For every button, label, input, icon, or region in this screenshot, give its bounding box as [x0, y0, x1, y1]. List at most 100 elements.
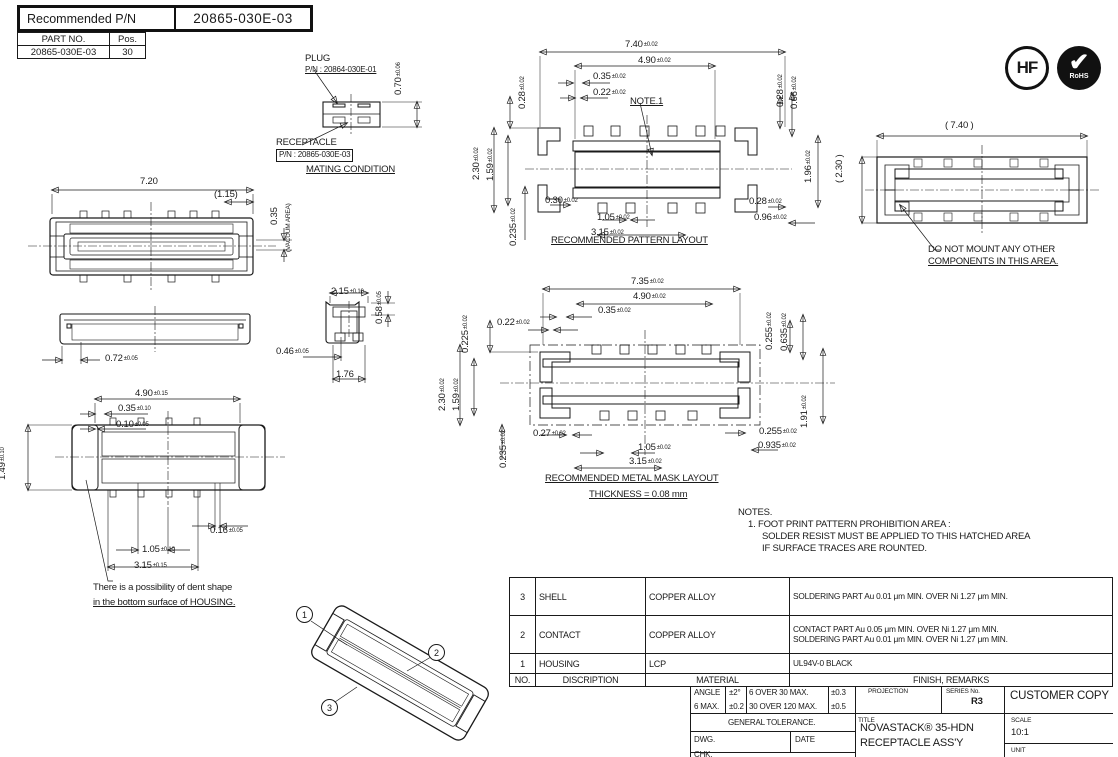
tolerance-range-2-left: 6 MAX.: [694, 702, 720, 711]
bottom-view-drawing: [24, 395, 285, 582]
tolerance-value-1: ±0.3: [831, 688, 846, 697]
part-no-value: 20865-030E-03: [17, 45, 110, 59]
dim-mask-735: 7.35±0.02: [631, 276, 664, 287]
dim-keepout-height: ( 2.30 ): [834, 154, 845, 184]
dent-note-line1: There is a possibility of dent shape: [93, 582, 233, 593]
dim-pattern-159: 1.59±0.02: [485, 148, 496, 181]
isometric-view-drawing: [310, 605, 489, 741]
notes-title: NOTES.: [738, 507, 773, 518]
part-number-table: PART NO. Pos. 20865-030E-03 30: [17, 32, 146, 59]
tolerance-range-1: 6 OVER 30 MAX.: [749, 688, 809, 697]
unit-label: UNIT: [1011, 747, 1026, 754]
balloon-2: 2: [428, 644, 445, 661]
notes-line1: 1. FOOT PRINT PATTERN PROHIBITION AREA :: [748, 519, 951, 530]
bom-table: 3 SHELL COPPER ALLOY SOLDERING PART Au 0…: [509, 577, 1113, 687]
title-block-divider: [790, 731, 791, 752]
dim-pattern-035: 0.35±0.02: [593, 71, 626, 82]
dim-pattern-490: 4.90±0.02: [638, 55, 671, 66]
title-block-divider: [746, 686, 747, 713]
dim-mask-105: 1.05±0.02: [638, 442, 671, 453]
scale-value: 10:1: [1011, 727, 1029, 738]
drawing-title-line2: RECEPTACLE ASS'Y: [860, 737, 964, 749]
dim-bottom-span: 3.15±0.15: [134, 560, 167, 571]
dim-mask-315: 3.15±0.02: [629, 456, 662, 467]
table-row: 2 CONTACT COPPER ALLOY CONTACT PART Au 0…: [509, 615, 1113, 654]
mask-layout-title: RECOMMENDED METAL MASK LAYOUT: [545, 473, 719, 484]
receptacle-label: RECEPTACLE: [276, 137, 337, 148]
dim-mask-0255-right: 0.255±0.02: [764, 312, 775, 350]
dim-endview-feet-span: 1.76: [336, 369, 354, 380]
keepout-view-drawing: [858, 132, 1100, 251]
dim-pattern-740: 7.40±0.02: [625, 39, 658, 50]
part-no-header: PART NO.: [17, 32, 110, 46]
title-block-divider: [690, 686, 691, 757]
tolerance-range-2: 30 OVER 120 MAX.: [749, 702, 817, 711]
title-block-rule: [690, 713, 1113, 714]
title-block-divider: [855, 686, 856, 757]
title-block-rule: [1004, 743, 1113, 744]
dim-mask-490: 4.90±0.02: [633, 291, 666, 302]
dim-mating-height: 0.70±0.06: [393, 62, 404, 95]
top-view-drawing: [28, 186, 292, 292]
table-row: 3 SHELL COPPER ALLOY SOLDERING PART Au 0…: [509, 577, 1113, 616]
dim-endview-foot: 0.46±0.05: [276, 346, 309, 357]
dim-pattern-028-left: 0.28±0.02: [517, 76, 528, 109]
dim-mask-027: 0.27±0.02: [533, 428, 566, 439]
dim-bottom-035: 0.35±0.10: [118, 403, 151, 414]
customer-copy-label: CUSTOMER COPY: [1010, 690, 1109, 702]
drawing-title-line1: NOVASTACK® 35-HDN: [860, 722, 974, 734]
pattern-layout-title: RECOMMENDED PATTERN LAYOUT: [551, 235, 708, 246]
vacuum-area-label: (VACUUM AREA): [285, 203, 292, 252]
tolerance-value-2-left: ±0.2: [729, 702, 744, 711]
title-label: TITLE: [858, 717, 875, 724]
series-value: R3: [971, 696, 983, 707]
table-row: 1 HOUSING LCP UL94V-0 BLACK: [509, 653, 1113, 674]
date-label: DATE: [795, 735, 815, 744]
dim-mask-035: 0.35±0.02: [598, 305, 631, 316]
check-icon: ✔: [1068, 48, 1090, 76]
dim-pattern-315: 3.15±0.02: [591, 227, 624, 238]
dim-pattern-0235: 0.235±0.02: [508, 208, 519, 246]
title-block-rule: [690, 731, 855, 732]
balloon-1: 1: [296, 606, 313, 623]
title-block-divider: [941, 686, 942, 713]
dim-mask-0255-bottom: 0.255±0.02: [759, 426, 797, 437]
title-block-divider: [725, 686, 726, 713]
tolerance-value-2: ±0.5: [831, 702, 846, 711]
angle-label: ANGLE: [694, 688, 721, 697]
mating-condition-caption: MATING CONDITION: [306, 164, 395, 175]
halogen-free-badge: HF: [1005, 46, 1049, 90]
table-header-row: NO. DISCRIPTION MATERIAL FINISH, REMARKS: [509, 673, 1113, 687]
receptacle-part-number: P/N : 20865-030E-03: [276, 149, 354, 162]
rohs-badge: ✔ RoHS: [1057, 46, 1101, 90]
recommended-pn-label: Recommended P/N: [20, 8, 176, 29]
title-block-rule: [690, 752, 855, 753]
keepout-note-line1: DO NOT MOUNT ANY OTHER: [928, 244, 1056, 255]
dim-mask-0235: 0.235±0.02: [498, 430, 509, 468]
pattern-note-ref: NOTE.1: [630, 96, 664, 107]
dim-pattern-022: 0.22±0.02: [593, 87, 626, 98]
dim-bottom-010: 0.10±0.05: [116, 419, 149, 430]
pos-header: Pos.: [109, 32, 146, 46]
dim-topview-tongue: 0.35: [269, 207, 280, 225]
dim-pattern-066: 0.66±0.02: [789, 76, 800, 109]
dim-topview-width: 7.20: [140, 176, 158, 187]
mating-condition-drawing: [301, 69, 422, 146]
mask-thickness-note: THICKNESS = 0.08 mm: [589, 489, 688, 500]
dim-pattern-030: 0.30±0.02: [545, 195, 578, 206]
angle-tolerance: ±2°: [729, 688, 741, 697]
dwg-label: DWG.: [694, 735, 715, 744]
title-block-divider: [1004, 686, 1005, 757]
dim-pattern-105: 1.05±0.02: [597, 212, 630, 223]
dim-mask-0935: 0.935±0.02: [758, 440, 796, 451]
dim-keepout-width: ( 7.40 ): [945, 120, 974, 131]
series-label: SERIES No.: [946, 688, 980, 695]
projection-label: PROJECTION: [868, 688, 908, 695]
dim-mask-191: 1.91±0.02: [799, 395, 810, 428]
recommended-pn-value: 20865-030E-03: [193, 11, 293, 26]
dim-pattern-196: 1.96±0.02: [803, 150, 814, 183]
dim-mask-230: 2.30±0.02: [437, 378, 448, 411]
recommended-pn-box: Recommended P/N 20865-030E-03: [17, 5, 313, 32]
dim-bottom-016: 0.16±0.05: [210, 525, 243, 536]
